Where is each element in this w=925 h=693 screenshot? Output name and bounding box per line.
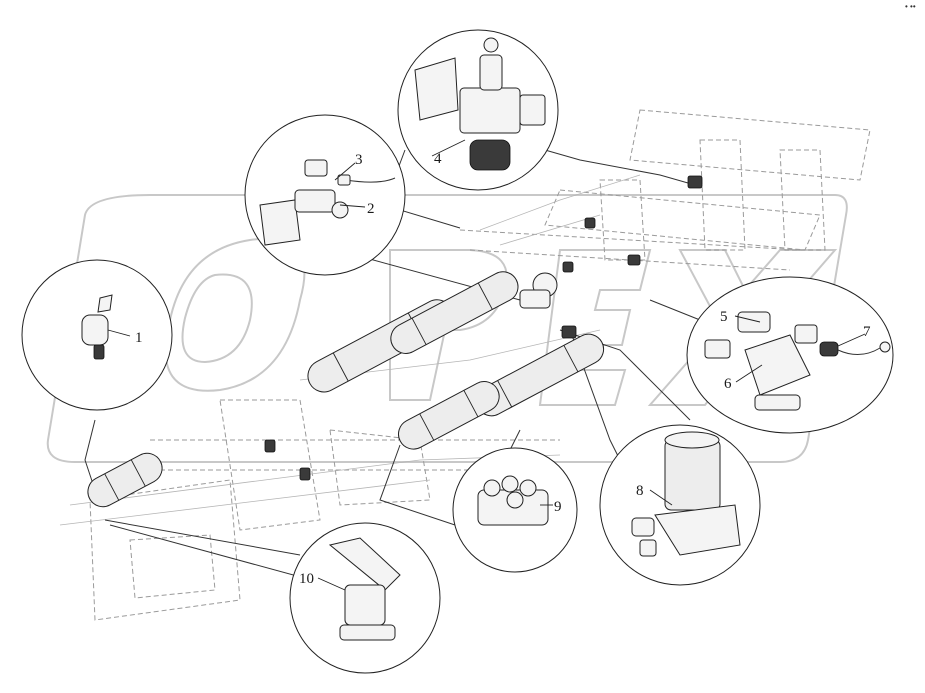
detail-bubble-9 [452,447,578,573]
callout-3: 3 [355,152,363,168]
callout-labels: 1 2 3 4 5 6 7 8 9 10 • •• [135,2,916,587]
callout-4: 4 [434,151,442,167]
detail-bubble-10 [289,522,441,674]
callout-9: 9 [554,499,562,515]
frame-valves [264,175,703,481]
callout-1: 1 [135,330,143,346]
air-reservoirs [87,271,605,508]
callout-6: 6 [724,376,732,392]
detail-bubble-2-3 [244,114,406,276]
detail-bubble-1 [21,259,173,411]
detail-bubble-5-6-7 [686,276,894,434]
callout-10: 10 [299,571,314,587]
callout-leaders [107,139,866,591]
corner-mark: • •• [905,2,916,11]
callout-8: 8 [636,483,644,499]
detail-bubble-4 [397,29,559,191]
callout-5: 5 [720,309,728,325]
detail-bubble-8 [599,424,761,586]
callout-7: 7 [863,324,871,340]
callout-2: 2 [367,201,375,217]
